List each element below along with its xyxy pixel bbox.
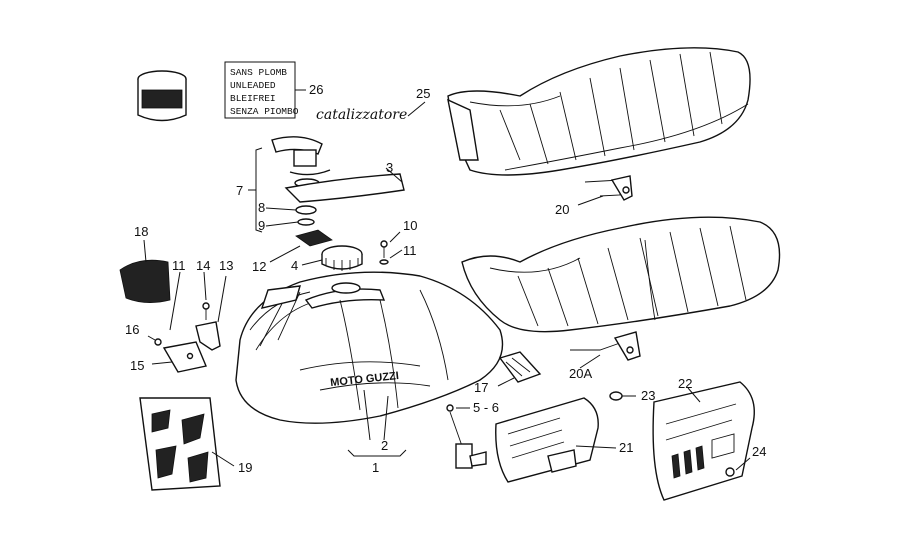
washer-23 [609,391,623,401]
callout-12: 12 [252,259,266,274]
fuel-tap [446,404,487,469]
gasket-12 [295,229,333,247]
callout-23: 23 [641,388,655,403]
callout-18: 18 [134,224,148,239]
bracket-20a [570,331,641,361]
bracket-13 [195,321,221,351]
screw-24 [725,467,735,477]
callout-24: 24 [752,444,766,459]
callout-15: 15 [130,358,144,373]
bracket-15 [162,341,207,373]
fuel-cap-4 [321,245,363,271]
callout-11-right: 11 [403,243,417,258]
callout-14: 14 [196,258,210,273]
label-line-3: BLEIFREI [230,93,276,104]
callout-20a: 20A [569,366,592,381]
bracket-20 [584,175,633,201]
callout-11-left: 11 [172,258,186,273]
fuel-tank [235,271,504,424]
label-line-1: SANS PLOMB [230,67,287,78]
callout-20: 20 [555,202,569,217]
callout-17: 17 [474,380,488,395]
callout-7: 7 [236,183,243,198]
callout-2: 2 [381,438,388,453]
side-cover-22 [652,381,755,501]
callout-22: 22 [678,376,692,391]
callout-16: 16 [125,322,139,337]
bracket-14 [202,302,210,320]
callout-19: 19 [238,460,252,475]
callout-3: 3 [386,160,393,175]
label-line-4: SENZA PIOMBO [230,106,299,117]
callout-9: 9 [258,218,265,233]
seat-lower [461,216,781,333]
callout-8: 8 [258,200,265,215]
cover-plate [284,173,405,203]
paint-can [137,70,187,122]
callout-26: 26 [309,82,323,97]
callout-5-6: 5 - 6 [473,400,499,415]
callout-21: 21 [619,440,633,455]
strap-17 [498,351,542,383]
side-cover-21 [495,397,599,483]
callout-10: 10 [403,218,417,233]
callout-4: 4 [291,258,298,273]
label-line-2: UNLEADED [230,80,276,91]
bag-19 [139,397,221,491]
fuel-warning-label: SANS PLOMB UNLEADED BLEIFREI SENZA PIOMB… [224,61,306,119]
callout-13: 13 [219,258,233,273]
pad-18 [119,259,171,303]
filler-cap-assembly [271,136,331,226]
catalyst-label: catalizzatore [316,107,407,123]
screw-16 [154,338,162,346]
callout-1: 1 [372,460,379,475]
callout-25: 25 [416,86,430,101]
washer-11-right [379,259,389,265]
screw-10 [380,240,388,258]
seat-upper [447,47,751,176]
